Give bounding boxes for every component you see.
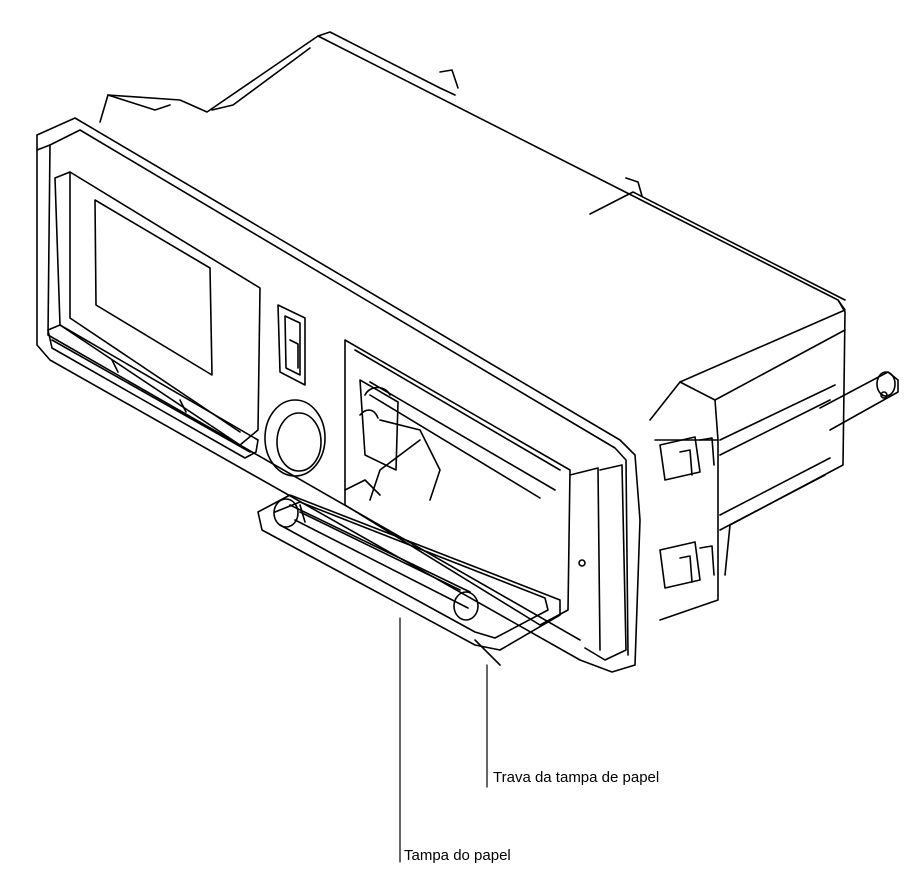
rod-pin (819, 371, 899, 431)
mounting-clips (659, 436, 715, 589)
indicator-dot (578, 559, 586, 567)
paper-cover (257, 479, 561, 666)
display-window (54, 171, 261, 446)
housing-right-side (654, 299, 846, 621)
label-paper-cover: Tampa do papel (404, 847, 511, 864)
paper-compartment (344, 339, 571, 626)
front-bezel (36, 117, 641, 673)
card-slot (277, 304, 306, 386)
round-knob (264, 399, 326, 477)
button-strip (47, 324, 259, 459)
housing-top (99, 31, 846, 421)
label-paper-cover-latch: Trava da tampa de papel (493, 769, 660, 786)
